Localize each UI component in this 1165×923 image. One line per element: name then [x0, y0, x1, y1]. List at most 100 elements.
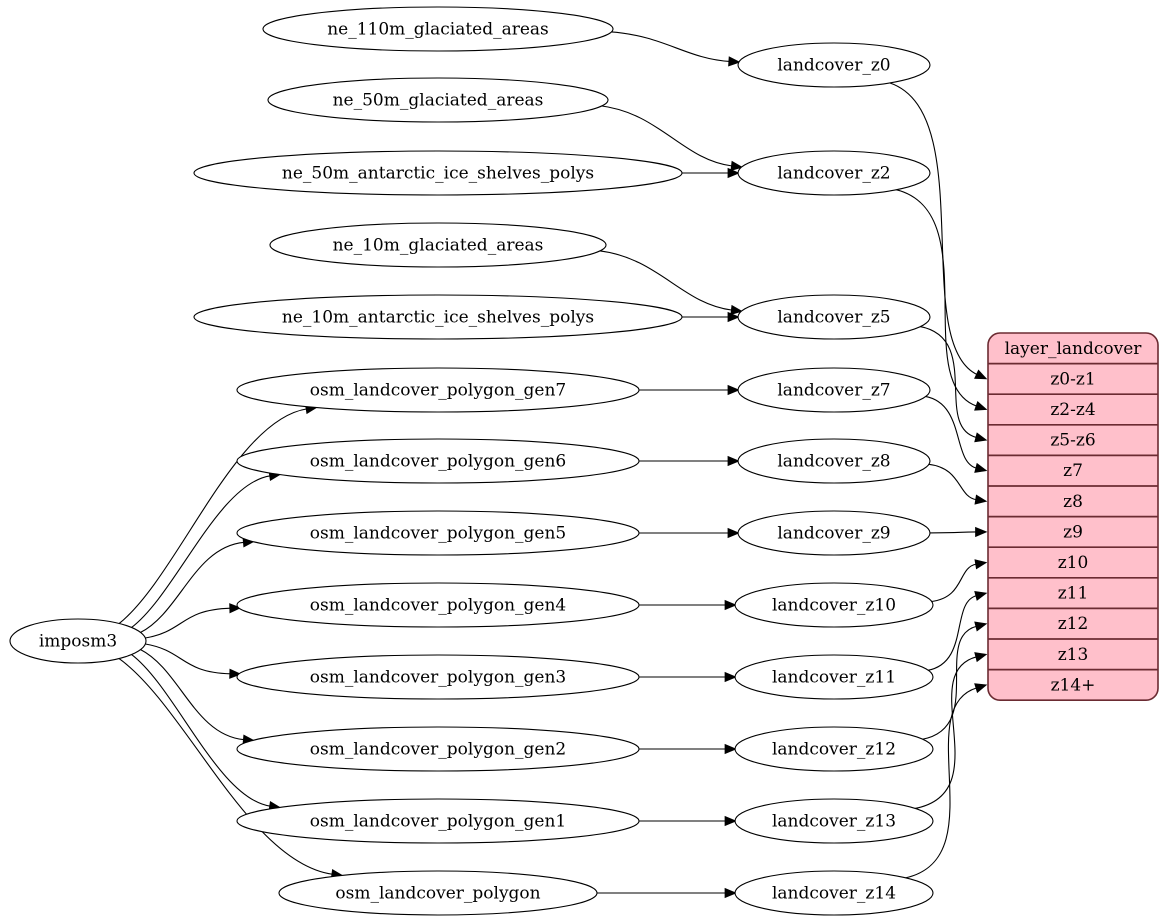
- node-shape-landcover-z14[interactable]: [734, 870, 934, 916]
- table-row-z2-z4[interactable]: [988, 394, 1158, 425]
- edge-arrowhead: [727, 455, 740, 467]
- edge-arrowhead: [724, 815, 737, 827]
- node-shape-osm-landcover-polygon-gen3[interactable]: [236, 654, 640, 700]
- node-landcover-z2[interactable]: landcover_z2: [737, 150, 931, 196]
- table-row-z12[interactable]: [988, 608, 1158, 639]
- edge-imposm3-to-osm-landcover-polygon-gen4: [144, 607, 231, 639]
- node-osm-landcover-polygon-gen6[interactable]: osm_landcover_polygon_gen6: [236, 438, 640, 484]
- edge-arrowhead: [229, 668, 242, 679]
- node-shape-osm-landcover-polygon[interactable]: [278, 870, 598, 916]
- edge-arrowhead: [974, 462, 988, 473]
- table-row-z9[interactable]: [988, 517, 1158, 548]
- edge-landcover-z14-to-z14: [904, 687, 977, 879]
- node-osm-landcover-polygon-gen4[interactable]: osm_landcover_polygon_gen4: [236, 582, 640, 628]
- node-landcover-z11[interactable]: landcover_z11: [734, 654, 934, 700]
- node-shape-landcover-z8[interactable]: [737, 438, 931, 484]
- edge-arrowhead: [974, 559, 988, 570]
- edge-arrowhead: [727, 167, 740, 179]
- edge-arrowhead: [724, 743, 737, 755]
- node-shape-osm-landcover-polygon-gen6[interactable]: [236, 438, 640, 484]
- node-shape-landcover-z11[interactable]: [734, 654, 934, 700]
- node-shape-landcover-z7[interactable]: [737, 367, 931, 413]
- table-row-z5-z6[interactable]: [988, 425, 1158, 456]
- layer-landcover-table: layer_landcoverz0-z1z2-z4z5-z6z7z8z9z10z…: [987, 332, 1159, 702]
- edge-landcover-z5-to-z5-z6: [919, 325, 977, 439]
- edge-imposm3-to-osm-landcover-polygon-gen3: [144, 643, 231, 675]
- edge-arrowhead: [974, 590, 988, 601]
- node-osm-landcover-polygon-gen5[interactable]: osm_landcover_polygon_gen5: [236, 510, 640, 556]
- table-row-z13[interactable]: [988, 639, 1158, 670]
- edge-arrowhead: [974, 621, 988, 632]
- node-osm-landcover-polygon-gen3[interactable]: osm_landcover_polygon_gen3: [236, 654, 640, 700]
- node-ne-50m-antarctic-ice-shelves-polys[interactable]: ne_50m_antarctic_ice_shelves_polys: [193, 150, 683, 196]
- edge-ne-50m-glaciated-areas-to-landcover-z2: [600, 105, 733, 167]
- edge-landcover-z8-to-z8: [927, 463, 977, 501]
- node-ne-10m-antarctic-ice-shelves-polys[interactable]: ne_10m_antarctic_ice_shelves_polys: [193, 294, 683, 340]
- node-osm-landcover-polygon-gen2[interactable]: osm_landcover_polygon_gen2: [236, 726, 640, 772]
- node-shape-osm-landcover-polygon-gen5[interactable]: [236, 510, 640, 556]
- edge-imposm3-to-osm-landcover-polygon-gen2: [139, 648, 245, 741]
- node-shape-osm-landcover-polygon-gen2[interactable]: [236, 726, 640, 772]
- edge-landcover-z9-to-z9: [929, 531, 977, 534]
- node-imposm3[interactable]: imposm3: [9, 618, 147, 664]
- nodes-layer: imposm3 ne_110m_glaciated_areas ne_50m_gla…: [9, 6, 934, 916]
- table-row-z11[interactable]: [988, 578, 1158, 609]
- node-shape-landcover-z12[interactable]: [734, 726, 934, 772]
- node-landcover-z0[interactable]: landcover_z0: [737, 42, 931, 88]
- edge-landcover-z13-to-z13: [914, 656, 977, 810]
- node-shape-osm-landcover-polygon-gen7[interactable]: [236, 367, 640, 413]
- table-row-z8[interactable]: [988, 486, 1158, 517]
- node-shape-osm-landcover-polygon-gen4[interactable]: [236, 582, 640, 628]
- table-row-z7[interactable]: [988, 455, 1158, 486]
- edge-arrowhead: [974, 369, 988, 380]
- table-row-z0-z1[interactable]: [988, 364, 1158, 395]
- edge-imposm3-to-osm-landcover-polygon-gen1: [130, 653, 271, 807]
- edge-imposm3-to-osm-landcover-polygon-gen6: [130, 475, 271, 629]
- node-ne-50m-glaciated-areas[interactable]: ne_50m_glaciated_areas: [267, 77, 609, 123]
- node-landcover-z12[interactable]: landcover_z12: [734, 726, 934, 772]
- node-landcover-z8[interactable]: landcover_z8: [737, 438, 931, 484]
- edge-arrowhead: [974, 494, 988, 505]
- edge-imposm3-to-osm-landcover-polygon-gen7: [118, 408, 307, 625]
- node-landcover-z14[interactable]: landcover_z14: [734, 870, 934, 916]
- table-row-z10[interactable]: [988, 547, 1158, 578]
- edge-imposm3-to-osm-landcover-polygon: [118, 657, 333, 875]
- node-osm-landcover-polygon-gen7[interactable]: osm_landcover_polygon_gen7: [236, 367, 640, 413]
- node-shape-osm-landcover-polygon-gen1[interactable]: [236, 798, 640, 844]
- edge-ne-110m-glaciated-areas-to-landcover-z0: [609, 31, 730, 63]
- node-shape-landcover-z5[interactable]: [737, 294, 931, 340]
- node-ne-110m-glaciated-areas[interactable]: ne_110m_glaciated_areas: [262, 6, 614, 52]
- node-landcover-z5[interactable]: landcover_z5: [737, 294, 931, 340]
- node-shape-imposm3[interactable]: [9, 618, 147, 664]
- node-shape-landcover-z9[interactable]: [737, 510, 931, 556]
- node-shape-landcover-z2[interactable]: [737, 150, 931, 196]
- node-shape-landcover-z0[interactable]: [737, 42, 931, 88]
- node-landcover-z13[interactable]: landcover_z13: [734, 798, 934, 844]
- edge-arrowhead: [974, 652, 988, 663]
- edge-landcover-z10-to-z10: [930, 563, 977, 603]
- edge-landcover-z0-to-z0-z1: [889, 82, 978, 376]
- node-landcover-z10[interactable]: landcover_z10: [734, 582, 934, 628]
- node-shape-ne-10m-antarctic-ice-shelves-polys[interactable]: [193, 294, 683, 340]
- edge-arrowhead: [724, 599, 737, 611]
- node-osm-landcover-polygon[interactable]: osm_landcover_polygon: [278, 870, 598, 916]
- edge-arrowhead: [730, 160, 744, 171]
- edge-arrowhead: [727, 311, 740, 323]
- node-landcover-z9[interactable]: landcover_z9: [737, 510, 931, 556]
- table-row-z14[interactable]: [988, 670, 1158, 701]
- node-shape-ne-50m-glaciated-areas[interactable]: [267, 77, 609, 123]
- node-osm-landcover-polygon-gen1[interactable]: osm_landcover_polygon_gen1: [236, 798, 640, 844]
- node-shape-ne-110m-glaciated-areas[interactable]: [262, 6, 614, 52]
- node-shape-landcover-z13[interactable]: [734, 798, 934, 844]
- edge-arrowhead: [727, 384, 740, 396]
- node-ne-10m-glaciated-areas[interactable]: ne_10m_glaciated_areas: [269, 222, 607, 268]
- edge-arrowhead: [975, 526, 988, 538]
- edge-landcover-z12-to-z12: [921, 625, 977, 740]
- node-shape-landcover-z10[interactable]: [734, 582, 934, 628]
- node-landcover-z7[interactable]: landcover_z7: [737, 367, 931, 413]
- edge-arrowhead: [974, 400, 988, 411]
- node-shape-ne-50m-antarctic-ice-shelves-polys[interactable]: [193, 150, 683, 196]
- edge-arrowhead: [974, 683, 988, 694]
- node-shape-ne-10m-glaciated-areas[interactable]: [269, 222, 607, 268]
